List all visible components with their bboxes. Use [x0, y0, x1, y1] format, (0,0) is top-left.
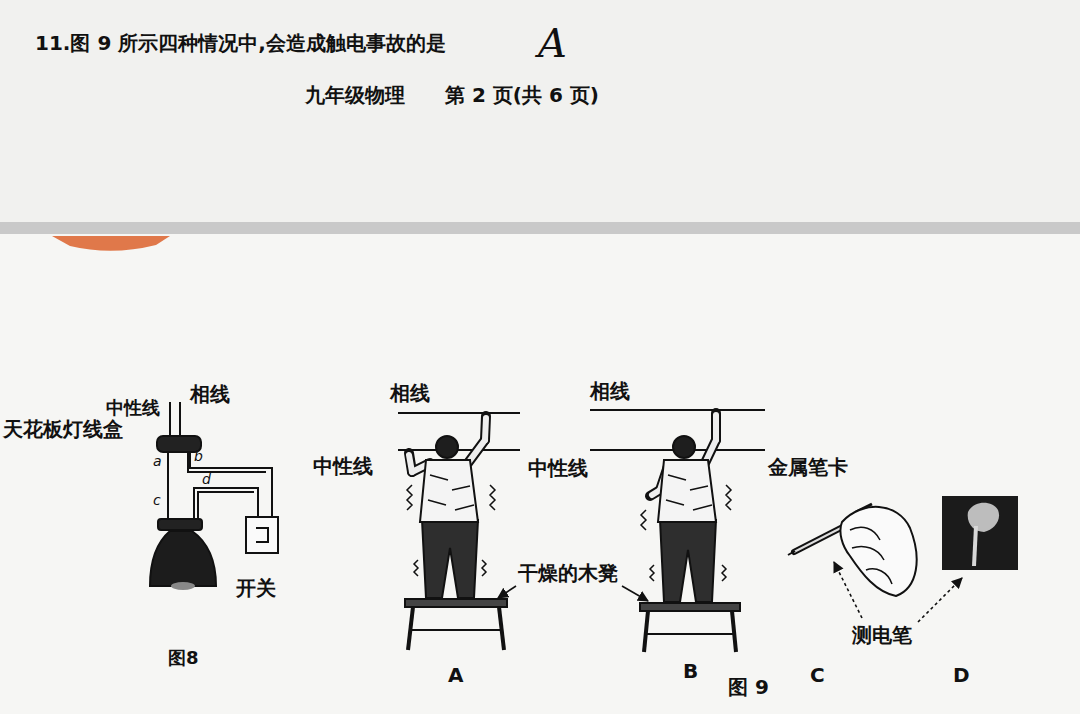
test-pen-pointer-arrows-part — [834, 562, 862, 618]
person-a-touching-both-wires — [398, 413, 520, 650]
terminal-letter: a — [153, 453, 162, 469]
ceiling-lamp-circuit — [150, 402, 278, 590]
wire-name: 相线 — [590, 380, 630, 403]
test-pen-photo-d-part — [968, 503, 999, 532]
person-a-touching-both-wires-part — [398, 412, 520, 414]
page-footer: 九年级物理 第 2 页(共 6 页) — [305, 84, 599, 107]
ceiling-lamp-circuit-part — [194, 488, 258, 520]
page-ground-part — [0, 234, 1080, 714]
person-b-touching-live-wire-part — [652, 490, 660, 495]
ceiling-lamp-circuit-part — [246, 517, 278, 553]
person-b-touching-live-wire-part — [650, 490, 660, 496]
person-b-touching-live-wire-part — [641, 485, 731, 581]
person-a-touching-both-wires-part — [408, 607, 413, 650]
stool-pointer-arrows-part — [622, 586, 648, 601]
option-letter: C — [810, 664, 825, 687]
terminal-letter: c — [153, 492, 161, 508]
person-b-touching-live-wire-part — [713, 415, 719, 440]
person-b-touching-live-wire-part — [646, 633, 734, 635]
person-a-touching-both-wires-part — [428, 475, 474, 510]
ceiling-lamp-circuit-part — [256, 528, 268, 542]
ceiling-lamp-circuit-part — [179, 402, 181, 437]
hand-with-test-pen-c-part — [840, 507, 916, 596]
test-pen-pointer-arrows-part — [918, 578, 962, 622]
person-a-touching-both-wires-part — [411, 629, 501, 631]
test-pen-photo-d-part — [942, 496, 1018, 570]
wire-name: 相线 — [190, 383, 230, 406]
wire-name: 相线 — [390, 382, 430, 405]
stool-pointer-arrows-part — [498, 586, 516, 598]
figure-label: 图 9 — [728, 676, 769, 699]
person-a-touching-both-wires-part — [499, 607, 504, 650]
part-name: 天花板灯线盒 — [3, 418, 123, 441]
hand-with-test-pen-c-part — [788, 551, 795, 555]
person-a-touching-both-wires-part — [485, 418, 486, 440]
terminal-letter: d — [202, 471, 211, 487]
person-a-touching-both-wires-part — [398, 449, 520, 451]
person-b-touching-live-wire-part — [644, 611, 648, 652]
page-ground-part — [0, 222, 1080, 234]
part-name: 金属笔卡 — [768, 456, 848, 479]
person-b-touching-live-wire — [590, 410, 765, 652]
wire-name: 中性线 — [106, 398, 160, 419]
stool-pointer-arrows — [498, 586, 648, 601]
ceiling-lamp-circuit-part — [158, 519, 202, 530]
person-a-touching-both-wires-part — [422, 520, 478, 598]
option-letter: A — [448, 664, 463, 687]
test-pen-pointer-arrows — [834, 562, 962, 622]
hand-with-test-pen-c-part — [850, 527, 892, 584]
question-text: 11.图 9 所示四种情况中,会造成触电事故的是 — [35, 32, 446, 55]
wire-name: 中性线 — [528, 457, 588, 480]
person-b-touching-live-wire-part — [658, 460, 716, 522]
test-pen-photo-d — [942, 496, 1018, 570]
ceiling-lamp-circuit-part — [150, 531, 216, 586]
part-name: 测电笔 — [852, 624, 912, 647]
person-b-touching-live-wire-part — [673, 436, 695, 458]
part-name: 干燥的木凳 — [518, 562, 618, 585]
terminal-letter: b — [194, 448, 203, 464]
person-a-touching-both-wires-part — [409, 455, 412, 472]
page-ground-part — [52, 236, 170, 251]
wire-name: 中性线 — [313, 455, 373, 478]
hand-with-test-pen-c — [788, 504, 917, 596]
person-a-touching-both-wires-part — [407, 485, 495, 576]
figure-label: 图8 — [168, 648, 199, 669]
handwritten-answer: A — [538, 20, 567, 66]
ceiling-lamp-circuit-part — [167, 452, 169, 520]
test-pen-photo-d-part — [974, 526, 976, 566]
option-letter: D — [953, 664, 970, 687]
person-b-touching-live-wire-part — [660, 520, 716, 602]
person-a-touching-both-wires-part — [409, 453, 412, 472]
ceiling-lamp-circuit-part — [169, 402, 171, 437]
person-a-touching-both-wires-part — [420, 460, 478, 522]
person-a-touching-both-wires-part — [485, 416, 486, 440]
part-name: 开关 — [236, 577, 276, 600]
ceiling-lamp-circuit-part — [171, 582, 195, 590]
person-b-touching-live-wire-part — [666, 475, 712, 510]
person-a-touching-both-wires-part — [405, 599, 507, 607]
ceiling-lamp-circuit-part — [198, 492, 254, 520]
page-ground-part — [0, 0, 1080, 222]
person-a-touching-both-wires-part — [436, 436, 458, 458]
option-letter: B — [683, 660, 698, 683]
person-b-touching-live-wire-part — [732, 611, 736, 652]
person-b-touching-live-wire-part — [711, 413, 721, 440]
person-b-touching-live-wire-part — [640, 603, 740, 611]
person-b-touching-live-wire-part — [590, 409, 765, 411]
